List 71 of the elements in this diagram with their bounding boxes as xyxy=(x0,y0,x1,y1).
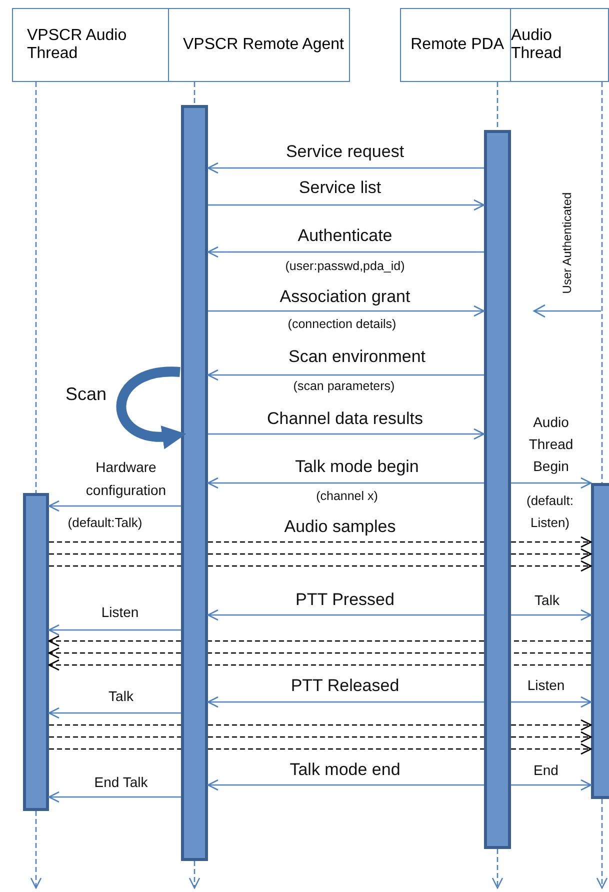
note-text: User Authenticated xyxy=(560,192,574,294)
message-arrow xyxy=(207,246,484,258)
message-arrow xyxy=(208,428,485,440)
message-arrow xyxy=(207,609,484,621)
message-arrow xyxy=(511,696,592,708)
activation-bar xyxy=(591,483,609,799)
edge-label: PTT Released xyxy=(290,676,400,696)
dashed-arrow xyxy=(511,548,592,560)
edge-label: Talk xyxy=(108,687,134,706)
message-arrow xyxy=(511,477,592,489)
parameter-text: (default:Talk) xyxy=(68,514,142,532)
message-arrow xyxy=(48,791,181,803)
message-arrow xyxy=(207,162,484,174)
participant-name: Remote PDA xyxy=(410,36,504,54)
message-arrow xyxy=(511,779,592,791)
message-arrow xyxy=(48,500,181,512)
edge-label: Scan xyxy=(65,384,107,404)
dashed-arrow xyxy=(492,849,504,889)
parameter-text: (default: Listen) xyxy=(526,492,574,532)
message-arrow xyxy=(207,369,484,381)
message-arrow xyxy=(207,696,484,708)
participant-name: VPSCR Audio Thread xyxy=(27,27,128,63)
participant-box xyxy=(12,8,169,82)
dashed-arrow xyxy=(48,635,181,647)
participant-box xyxy=(510,8,609,82)
message-arrow xyxy=(48,707,181,719)
message-arrow xyxy=(207,779,484,791)
edge-label: Audio Thread Begin xyxy=(528,413,574,476)
parameter-text: (connection details) xyxy=(288,316,396,332)
edge-label: Scan environment xyxy=(288,347,426,367)
activation-bar xyxy=(484,130,511,849)
message-arrow xyxy=(208,305,485,317)
dashed-arrow xyxy=(511,731,592,743)
dashed-arrow xyxy=(48,647,181,659)
edge-label: Talk xyxy=(534,591,560,610)
edge-label: Talk mode end xyxy=(290,760,400,780)
curved-arrow xyxy=(116,367,186,448)
participant-box xyxy=(400,8,511,82)
edge-label: Hardware configuration xyxy=(84,458,168,500)
edge-label: Talk mode begin xyxy=(295,457,419,477)
activation-bar xyxy=(23,493,49,811)
edge-label: End Talk xyxy=(94,773,148,792)
participant-name: Audio Thread xyxy=(511,27,563,63)
dashed-arrow xyxy=(596,799,608,889)
message-arrow xyxy=(48,624,181,636)
edge-label: Service list xyxy=(298,178,382,198)
parameter-text: (user:passwd,pda_id) xyxy=(285,258,405,274)
dashed-arrow xyxy=(511,743,592,755)
edge-label: Audio samples xyxy=(284,517,396,537)
participant-box xyxy=(168,8,350,82)
parameter-text: (scan parameters) xyxy=(293,378,395,394)
activation-bar xyxy=(181,105,208,861)
edge-label: End xyxy=(534,761,558,780)
edge-label: Service request xyxy=(286,142,404,162)
dashed-arrow xyxy=(30,811,42,889)
edge-label: Channel data results xyxy=(267,409,423,429)
edge-label: Listen xyxy=(101,603,139,622)
message-arrow xyxy=(208,199,485,211)
dashed-arrow xyxy=(511,560,592,572)
edge-label: Authenticate xyxy=(298,226,392,246)
edge-label: Listen xyxy=(527,676,565,695)
edge-label: Association grant xyxy=(280,287,410,307)
dashed-arrow xyxy=(188,861,200,889)
edge-label: PTT Pressed xyxy=(296,590,394,610)
message-arrow xyxy=(511,609,592,621)
parameter-text: (channel x) xyxy=(316,488,378,504)
dashed-arrow xyxy=(511,536,592,548)
participant-name: VPSCR Remote Agent xyxy=(183,36,344,54)
dashed-arrow xyxy=(511,719,592,731)
message-arrow xyxy=(207,477,484,489)
dashed-arrow xyxy=(48,659,181,671)
